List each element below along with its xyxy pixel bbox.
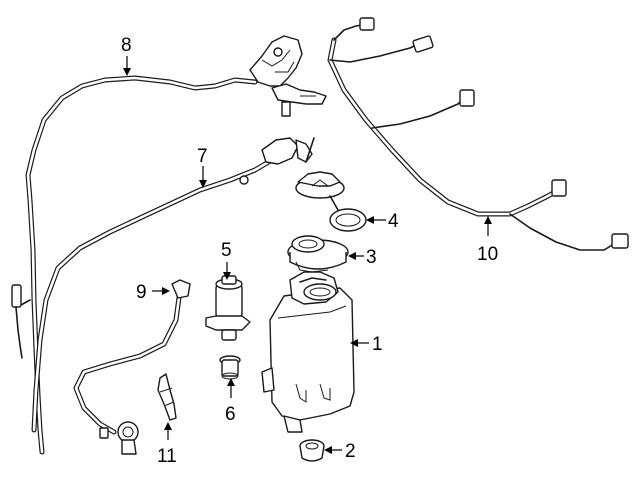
hose-clip — [11, 284, 22, 308]
callout-10: 10 — [477, 216, 498, 265]
washer-hose-front — [11, 35, 327, 455]
fitting-icon — [273, 47, 283, 57]
harness-connector-top — [412, 35, 434, 53]
callout-5-label: 5 — [221, 240, 232, 261]
callout-4: 4 — [366, 211, 399, 232]
filler-cap — [295, 171, 367, 232]
washer-nozzle-connector — [249, 35, 327, 117]
filler-neck — [287, 235, 349, 273]
callout-3-label: 3 — [366, 247, 377, 268]
callout-6-label: 6 — [225, 404, 236, 425]
callout-1: 1 — [350, 334, 383, 355]
callout-2-label: 2 — [345, 441, 356, 462]
callout-7: 7 — [197, 146, 208, 188]
harness-connector-lead — [359, 17, 375, 31]
nozzle-clip — [157, 373, 177, 421]
washer-hose-rear — [31, 137, 315, 433]
hose-connector-7 — [239, 137, 315, 185]
washer-pump — [205, 275, 251, 341]
harness-connector-mid — [459, 89, 475, 107]
callout-3: 3 — [348, 247, 377, 268]
harness-connector-right — [551, 179, 567, 197]
callout-5: 5 — [221, 240, 232, 280]
callout-11-label: 11 — [157, 446, 177, 467]
callout-7-label: 7 — [197, 146, 208, 167]
callout-10-label: 10 — [477, 244, 498, 265]
hose-tee — [281, 101, 291, 117]
callout-8: 8 — [121, 35, 132, 76]
rear-washer-hose — [73, 279, 191, 455]
washer-reservoir — [261, 271, 355, 433]
callout-9: 9 — [136, 282, 170, 303]
callout-9-label: 9 — [136, 282, 147, 303]
callout-4-label: 4 — [388, 211, 399, 232]
callout-2: 2 — [324, 441, 356, 462]
callout-1-label: 1 — [372, 334, 383, 355]
grommet — [299, 439, 325, 462]
nozzle-body — [117, 421, 139, 443]
hose-clip-small — [239, 175, 249, 185]
callout-11: 11 — [157, 422, 177, 467]
harness-connector-end — [611, 233, 629, 249]
callout-8-label: 8 — [121, 35, 132, 56]
pump-seal — [219, 355, 241, 380]
callout-6: 6 — [225, 378, 236, 425]
wiring-harness — [327, 17, 629, 251]
